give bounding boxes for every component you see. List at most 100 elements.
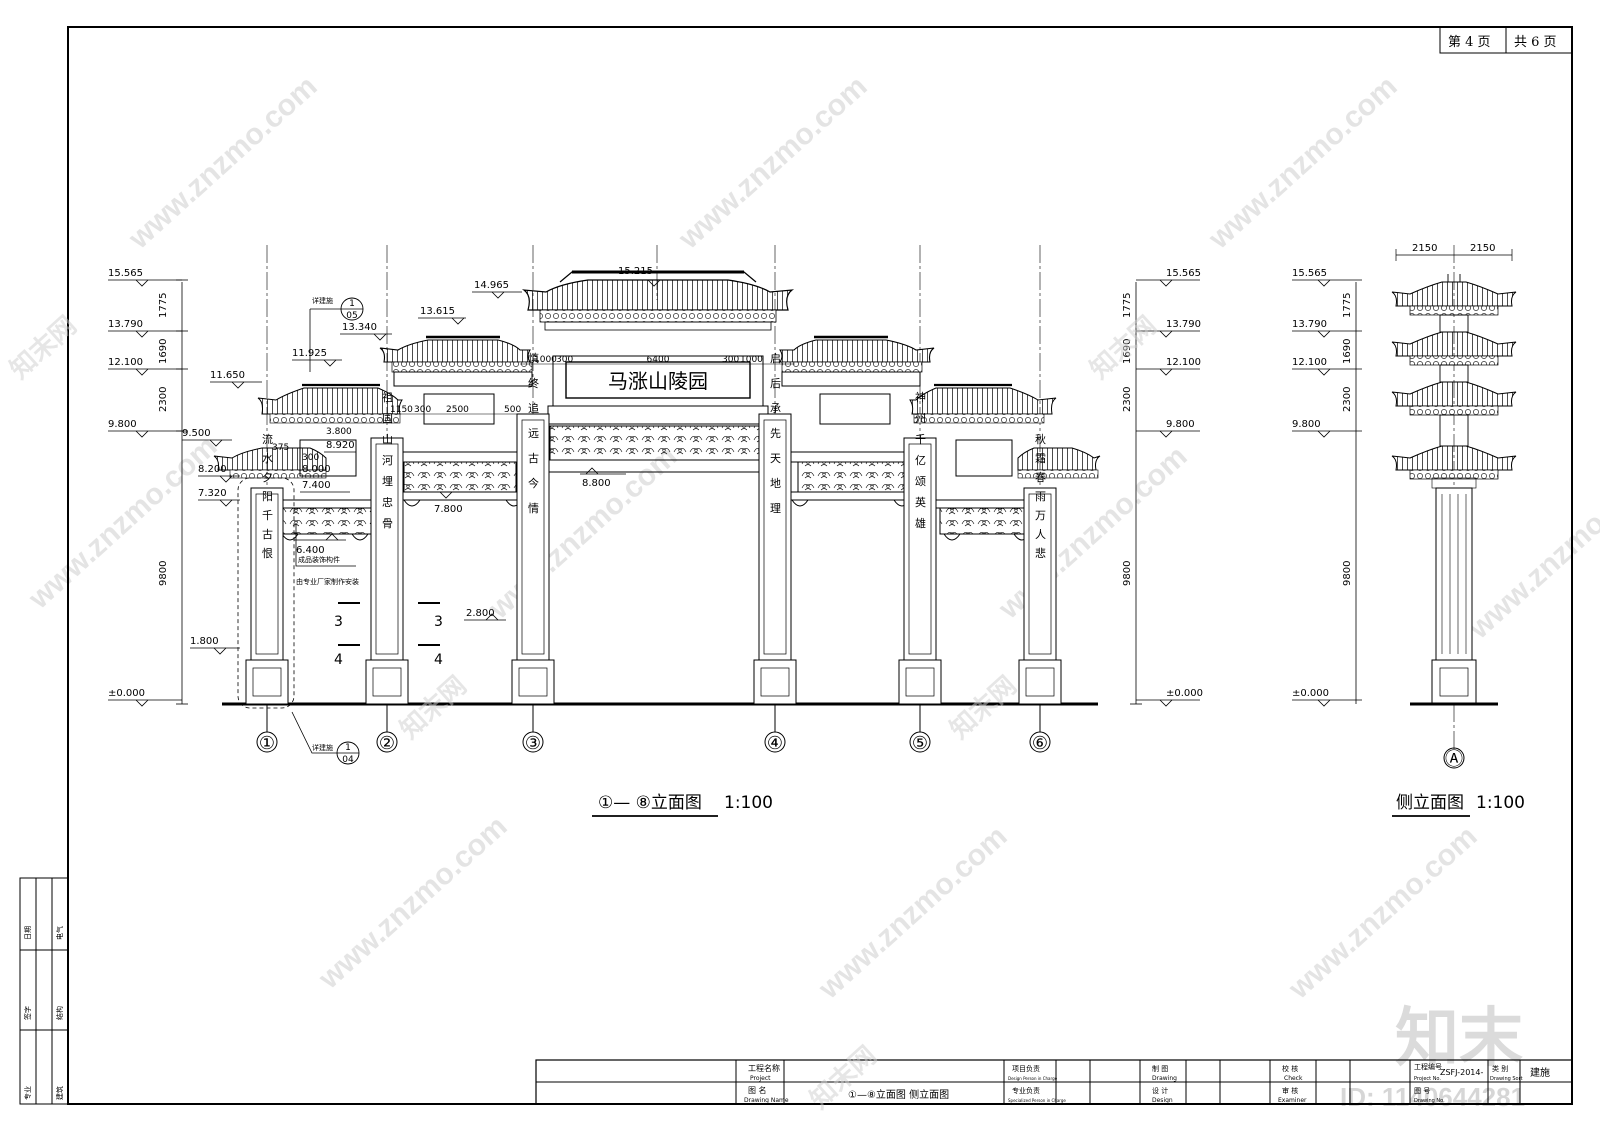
axis-1: ①	[259, 733, 275, 754]
side-dim: 2150	[1412, 243, 1437, 254]
inner-elev: 6.400	[296, 545, 325, 556]
tb-project-no: ZSFJ-2014-	[1440, 1068, 1483, 1077]
couplets: 流水夕阳千古恨 祖国山河埋忠骨 慎终追远古今情 启后承先天地理 神州千亿颂英雄 …	[261, 351, 1047, 566]
left-elev: 1.800	[190, 636, 219, 647]
couplet-2: 祖国山河埋忠骨	[381, 390, 394, 538]
left-elev: 9.500	[182, 428, 211, 439]
sign-label: 建筑	[55, 1086, 64, 1100]
inner-elev: 11.925	[292, 348, 327, 359]
inner-elevation-markers: 14.965 15.215 13.615 13.340 11.925 8.920…	[292, 266, 664, 621]
watermark-site: www.znzmo.com	[672, 70, 874, 256]
watermark-brand: 知末网	[4, 310, 82, 384]
right-elevation-ladder: 15.565 13.790 12.100 9.800 ±0.000 1775 1…	[1122, 268, 1203, 707]
right-dim: 1690	[1122, 339, 1133, 364]
inner-elev: 8.920	[326, 440, 355, 451]
left-dim: 9800	[158, 561, 169, 586]
tb-project-label: 工程名称	[748, 1063, 780, 1073]
axis-6: ⑥	[1032, 733, 1048, 754]
detail-ref-label: 详建施	[312, 296, 333, 305]
front-title-prefix: ①— ⑧立面图	[598, 793, 702, 813]
side-dim: 1690	[1342, 339, 1353, 364]
watermark-site: www.znzmo.com	[312, 810, 514, 996]
top-dimensions: 6400 1000 300 300 1000 2500 1150 300 500…	[272, 355, 795, 463]
right-elev: ±0.000	[1166, 688, 1203, 699]
left-elev: 8.200	[198, 464, 227, 475]
left-dim: 1690	[158, 339, 169, 364]
tb-project-no-label: 工程编号	[1414, 1062, 1442, 1071]
tb-project-no-en: Project No.	[1414, 1076, 1441, 1082]
left-dim: 2300	[158, 387, 169, 412]
watermark-site: www.znzmo.com	[1462, 460, 1600, 646]
inner-left-roof	[379, 335, 533, 493]
inner-elev: 7.800	[434, 504, 463, 515]
sign-label: 结构	[55, 1006, 64, 1020]
side-dim: 2300	[1342, 387, 1353, 412]
detail-ref-label: 详建施	[312, 743, 333, 752]
detail-outline	[237, 477, 295, 709]
tb-drawing-no-label: 图 号	[1414, 1087, 1430, 1095]
axis-4: ④	[767, 733, 783, 754]
axis-5: ⑤	[912, 733, 928, 754]
dim: 300	[302, 453, 319, 463]
side-elev: ±0.000	[1292, 688, 1329, 699]
axis-bubbles: ① ② ③ ④ ⑤ ⑥	[256, 704, 1051, 754]
tb-in-charge: 项目负责	[1012, 1064, 1040, 1073]
section-marks: 3 4 3 4	[334, 602, 443, 668]
outer-right-roof	[909, 383, 1101, 535]
right-elev: 13.790	[1166, 319, 1201, 330]
tb-drawn: 制 图	[1152, 1064, 1168, 1073]
inner-elev: 13.340	[342, 322, 377, 333]
side-elev: 13.790	[1292, 319, 1327, 330]
dim: 500	[504, 405, 521, 415]
tb-examiner-en: Examiner	[1278, 1097, 1307, 1104]
detail-ref-top: 详建施 1 05	[309, 296, 364, 372]
detail-ref-sheet: 04	[342, 755, 354, 765]
inner-elev: 2.800	[466, 608, 495, 619]
side-elev: 12.100	[1292, 357, 1327, 368]
inner-elev: 14.965	[474, 280, 509, 291]
front-title-scale: 1:100	[724, 793, 773, 813]
tb-specialist-en: Specialized Person in Charge	[1008, 1098, 1066, 1103]
inner-elev: 7.400	[302, 480, 331, 491]
watermark-id: ID: 1140644281	[1340, 1082, 1525, 1112]
side-title-scale: 1:100	[1476, 793, 1525, 813]
left-elev: 15.565	[108, 268, 143, 279]
watermark-brand: 知末网	[1084, 310, 1162, 384]
tb-sort-value: 建施	[1530, 1066, 1550, 1079]
tb-drawing-name: ①—⑧立面图 侧立面图	[848, 1088, 949, 1101]
right-dim: 2300	[1122, 387, 1133, 412]
tb-check: 校 核	[1282, 1064, 1298, 1073]
inner-elev: 8.000	[302, 464, 331, 475]
side-dim: 9800	[1342, 561, 1353, 586]
tb-check-en: Check	[1284, 1075, 1303, 1082]
dim: 6400	[647, 355, 670, 365]
couplet-4: 启后承先天地理	[769, 352, 782, 527]
watermark-site: www.znzmo.com	[812, 820, 1014, 1006]
left-elev: 11.650	[210, 370, 245, 381]
right-dim: 1775	[1122, 293, 1133, 318]
section-mark: 3	[334, 614, 343, 630]
inner-right-roof	[778, 335, 935, 493]
side-elev: 9.800	[1292, 419, 1321, 430]
left-elev: 12.100	[108, 357, 143, 368]
main-roof: 马涨山陵园	[521, 270, 795, 461]
callout-line: 由专业厂家制作安装	[296, 577, 359, 586]
detail-ref-sheet: 05	[346, 311, 357, 321]
dim: 300	[722, 355, 739, 365]
tb-design-en: Design	[1152, 1097, 1173, 1104]
right-elev: 9.800	[1166, 419, 1195, 430]
front-elevation-title: ①— ⑧立面图 1:100	[592, 793, 773, 817]
couplet-6: 秋霜春雨万人悲	[1034, 432, 1047, 566]
tb-specialist: 专业负责	[1012, 1086, 1040, 1095]
dim: 1150	[390, 405, 413, 415]
inner-elev: 8.800	[582, 478, 611, 489]
tb-drawing-label: 图 名	[748, 1085, 767, 1095]
side-title-label: 侧立面图	[1396, 793, 1464, 813]
inner-elev: 13.615	[420, 306, 455, 317]
watermark-site: www.znzmo.com	[122, 70, 324, 256]
left-elev: 9.800	[108, 419, 137, 430]
tb-drawing-en: Drawing Name	[744, 1097, 789, 1104]
side-elev: 15.565	[1292, 268, 1327, 279]
right-elev: 15.565	[1166, 268, 1201, 279]
